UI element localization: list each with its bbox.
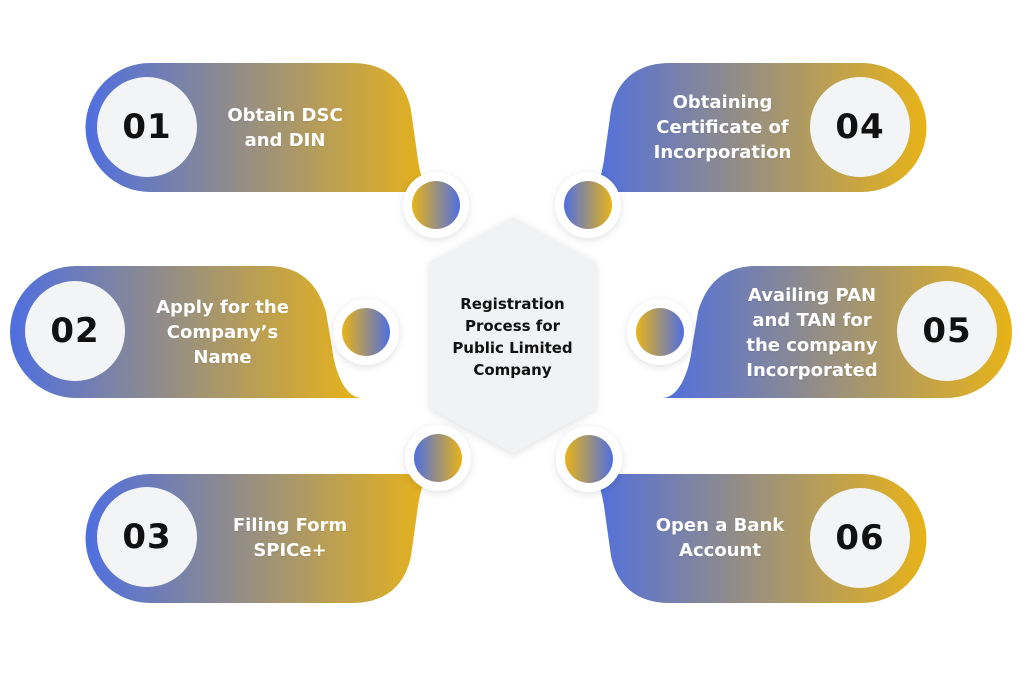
step-01-number: 01: [122, 107, 172, 147]
step-03-card: [85, 425, 471, 603]
step-03-connector-dot: [414, 434, 462, 482]
step-06-number: 06: [835, 518, 885, 558]
step-06-number-circle: [810, 488, 910, 588]
step-02-number: 02: [50, 311, 100, 351]
step-06-label: Open a Bank Account: [655, 514, 785, 561]
step-05-card: [627, 266, 1012, 398]
step-05-number-circle: [897, 281, 997, 381]
step-05-connector-dot: [636, 308, 684, 356]
center-hexagon: [430, 217, 596, 453]
step-01-label: Obtain DSC and DIN: [227, 104, 343, 151]
center-title: Registration Process for Public Limited …: [425, 292, 600, 382]
step-04-number: 04: [835, 107, 885, 147]
step-06-connector-dot: [565, 435, 613, 483]
step-05-number: 05: [922, 311, 972, 351]
step-01-card: [85, 63, 469, 238]
center-title-line: Public Limited: [452, 339, 573, 357]
step-03-number: 03: [122, 517, 172, 557]
step-04-connector-dot: [564, 181, 612, 229]
step-03-label: Filing Form SPICe+: [232, 514, 348, 561]
step-06-card: [556, 426, 927, 603]
center-title-line: Process for: [464, 317, 561, 335]
step-02-connector-dot: [342, 308, 390, 356]
step-04-card: [555, 63, 927, 238]
step-04-label: Obtaining Certificate of Incorporation: [653, 92, 792, 163]
step-02-number-circle: [25, 281, 125, 381]
center-title-line: Registration: [460, 295, 565, 313]
center-title-line: Company: [473, 361, 552, 379]
step-05-label: Availing PAN and TAN for the company Inc…: [746, 284, 878, 381]
step-01-number-circle: [97, 77, 197, 177]
step-01-connector-dot: [412, 181, 460, 229]
step-04-number-circle: [810, 77, 910, 177]
step-03-number-circle: [97, 487, 197, 587]
step-02-label: Apply for the Company’s Name: [156, 296, 289, 368]
step-02-card: [10, 266, 399, 398]
